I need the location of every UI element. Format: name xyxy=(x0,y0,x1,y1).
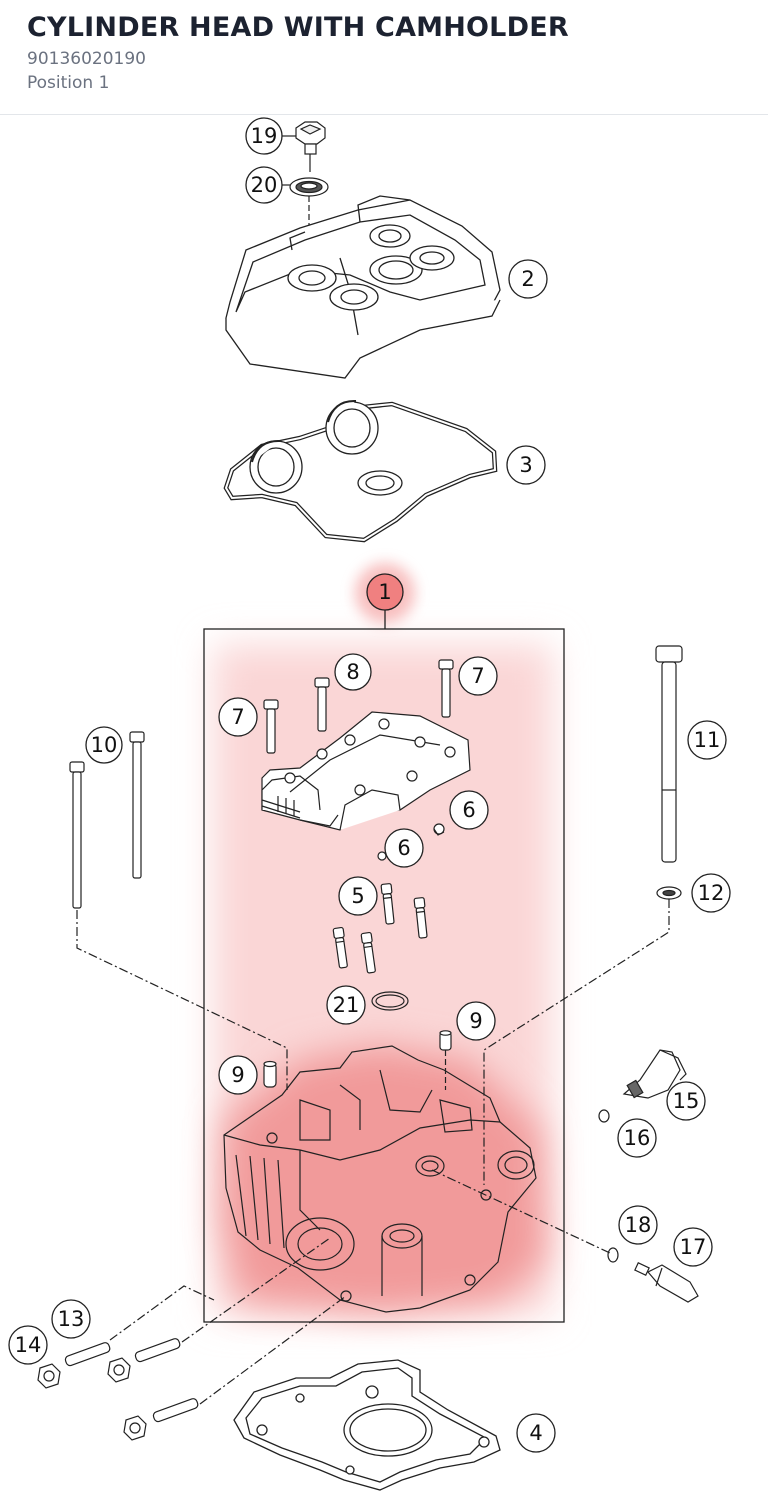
callout-circle-6-upper[interactable] xyxy=(449,790,489,830)
part-3-cover-gasket[interactable] xyxy=(223,399,498,543)
part-19-bolt[interactable] xyxy=(295,121,326,172)
part-16-o-ring[interactable] xyxy=(598,1109,610,1123)
callout-label-9-left: 9 xyxy=(231,1063,244,1087)
callout-circle-17[interactable] xyxy=(673,1227,713,1267)
part-15-sensor[interactable] xyxy=(622,1049,687,1099)
part-13-stud-left[interactable] xyxy=(64,1342,111,1367)
part-4-head-gasket[interactable] xyxy=(233,1359,501,1491)
callout-label-12: 12 xyxy=(698,881,725,905)
part-11-bolt[interactable] xyxy=(655,645,683,863)
callout-circle-6-lower[interactable] xyxy=(384,828,424,868)
callout-circle-1[interactable] xyxy=(366,573,404,611)
callout-label-8: 8 xyxy=(346,660,359,684)
callout-circle-7-left[interactable] xyxy=(218,697,258,737)
callout-circle-14[interactable] xyxy=(8,1325,48,1365)
part-18-seal-ring[interactable] xyxy=(607,1247,619,1263)
part-14-nut-middle[interactable] xyxy=(107,1357,131,1383)
callout-label-21: 21 xyxy=(333,993,360,1017)
callout-label-14: 14 xyxy=(15,1333,42,1357)
callout-label-11: 11 xyxy=(694,728,721,752)
callout-circle-12[interactable] xyxy=(691,873,731,913)
part-14-nut-lower[interactable] xyxy=(123,1415,147,1441)
callout-circle-21[interactable] xyxy=(326,985,366,1025)
callout-label-19: 19 xyxy=(251,124,278,148)
callout-label-15: 15 xyxy=(673,1089,700,1113)
callout-circle-5[interactable] xyxy=(338,876,378,916)
part-14-nut-left[interactable] xyxy=(37,1363,61,1389)
leader-line-17 xyxy=(431,1169,611,1254)
part-1-cylinder-head[interactable] xyxy=(223,1045,537,1313)
part-10-bolt-short[interactable] xyxy=(129,731,145,879)
callout-circle-9-right[interactable] xyxy=(456,1001,496,1041)
part-9-dowel-left[interactable] xyxy=(263,1060,277,1088)
part-9-dowel-right[interactable] xyxy=(439,1030,452,1090)
callout-circle-7-right[interactable] xyxy=(458,656,498,696)
part-7-bolt-right[interactable] xyxy=(438,659,454,718)
part-12-washer[interactable] xyxy=(656,886,682,900)
callout-label-17: 17 xyxy=(680,1235,707,1259)
callout-circle-13[interactable] xyxy=(51,1299,91,1339)
part-20-seal[interactable] xyxy=(289,177,329,270)
part-21-o-ring[interactable] xyxy=(371,991,409,1011)
callout-circle-18[interactable] xyxy=(618,1205,658,1245)
callout-circle-8[interactable] xyxy=(334,653,372,691)
callout-label-2: 2 xyxy=(521,267,534,291)
callout-label-16: 16 xyxy=(624,1126,651,1150)
part-7-bolt-left[interactable] xyxy=(263,699,279,754)
page-title: CYLINDER HEAD WITH CAMHOLDER xyxy=(27,12,569,43)
callout-circle-9-left[interactable] xyxy=(218,1055,258,1095)
callout-circle-16[interactable] xyxy=(617,1118,657,1158)
part-2-valve-cover[interactable] xyxy=(225,195,501,379)
callout-label-10: 10 xyxy=(91,733,118,757)
part-1-group-frame xyxy=(203,628,565,1323)
position-label: Position 1 xyxy=(27,73,110,93)
callout-circle-15[interactable] xyxy=(666,1081,706,1121)
callout-label-6-upper: 6 xyxy=(462,798,475,822)
page-header: CYLINDER HEAD WITH CAMHOLDER 90136020190… xyxy=(0,0,768,115)
callout-label-20: 20 xyxy=(251,173,278,197)
part-number: 90136020190 xyxy=(27,49,146,69)
leader-line-10 xyxy=(76,910,288,1090)
callout-circle-2[interactable] xyxy=(508,259,548,299)
callout-circle-10[interactable] xyxy=(85,726,123,764)
part-10-bolt-long[interactable] xyxy=(69,761,85,909)
callout-circle-11[interactable] xyxy=(687,720,727,760)
callout-label-4: 4 xyxy=(529,1421,542,1445)
callout-circle-3[interactable] xyxy=(506,445,546,485)
part-13-stud-middle[interactable] xyxy=(134,1338,181,1363)
callout-label-3: 3 xyxy=(519,453,532,477)
part-6-dowel-lower[interactable] xyxy=(377,851,387,861)
part-13-stud-lower[interactable] xyxy=(152,1398,199,1423)
callout-circle-4[interactable] xyxy=(516,1413,556,1453)
camholder[interactable] xyxy=(261,711,471,831)
part-5-valve-guides[interactable] xyxy=(332,883,428,974)
callout-label-9-right: 9 xyxy=(469,1009,482,1033)
part-17-temp-sensor[interactable] xyxy=(634,1262,699,1303)
callout-label-13: 13 xyxy=(58,1307,85,1331)
exploded-parts-diagram: 19 20 2 3 1 8 7 7 10 11 6 6 5 12 21 9 9 … xyxy=(0,115,768,1491)
leader-line-11 xyxy=(483,899,670,1185)
part-6-dowel-upper[interactable] xyxy=(433,823,445,836)
callout-label-18: 18 xyxy=(625,1213,652,1237)
callout-label-1: 1 xyxy=(378,580,391,604)
part-8-bolt[interactable] xyxy=(314,677,330,732)
callout-label-6-lower: 6 xyxy=(397,836,410,860)
callout-label-7-right: 7 xyxy=(471,664,484,688)
callout-label-5: 5 xyxy=(351,884,364,908)
stud-leader-lines xyxy=(109,1237,347,1405)
callout-label-7-left: 7 xyxy=(231,705,244,729)
